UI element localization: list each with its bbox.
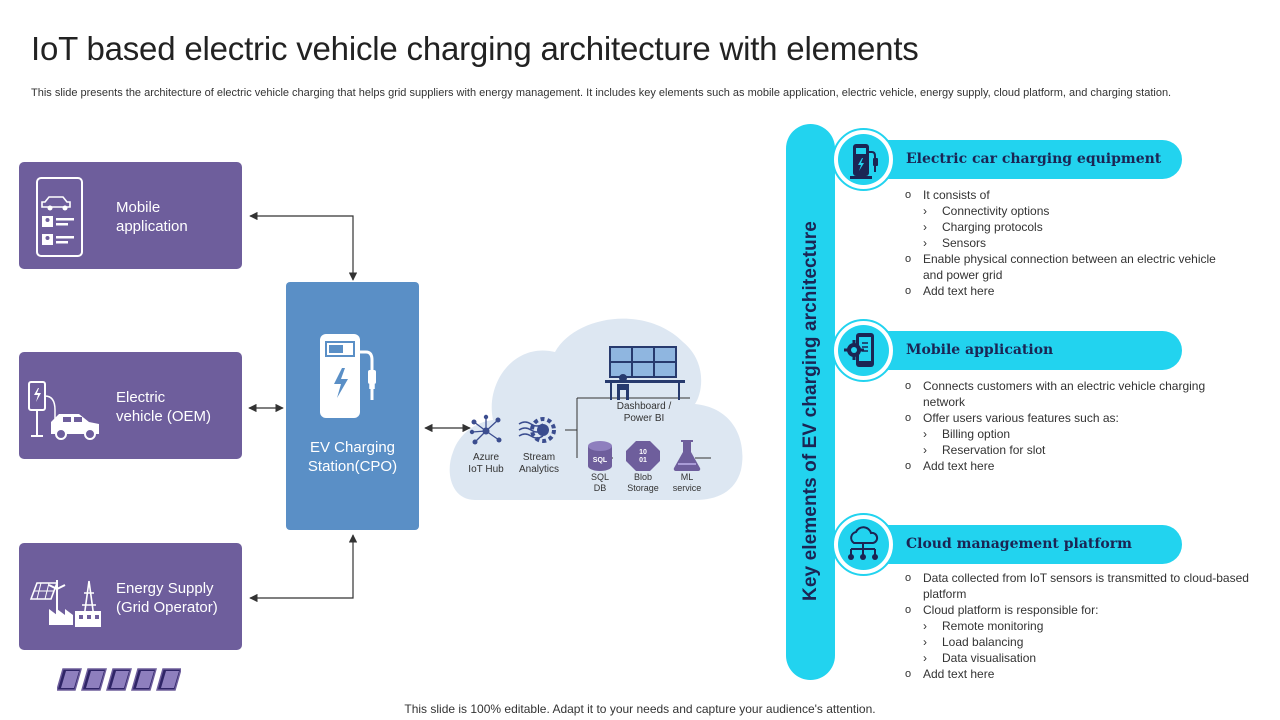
power-grid-icon [27,553,107,644]
bullet-item: Add text here [903,283,1233,299]
bullet-item: Cloud platform is responsible for: [903,602,1249,618]
cloud-network-icon [838,519,889,575]
section-title-pill: Mobile application [843,331,1182,370]
node-label: Energy Supply(Grid Operator) [116,580,218,616]
sub-bullet-item: Reservation for slot [903,442,1243,458]
sub-bullet-item: Sensors [903,235,1233,251]
section-title-pill: Electric car charging equipment [843,140,1182,179]
bullet-item: Add text here [903,458,1243,474]
blob-storage-icon: 10 01 [626,441,660,471]
smartphone-icon [27,172,99,263]
section-title: Electric car charging equipment [906,151,1162,167]
section-title: Mobile application [906,342,1054,358]
key-elements-bar [786,124,835,680]
sub-bullet-item: Data visualisation [903,650,1249,666]
bullet-item: Enable physical connection between an el… [903,251,1233,283]
ev-charging-car-icon [27,362,107,453]
sub-bullet-item: Load balancing [903,634,1249,650]
bullet-item: Connects customers with an electric vehi… [903,378,1243,410]
bullet-item: Offer users various features such as: [903,410,1243,426]
charging-equipment-icon [838,134,889,190]
svg-text:01: 01 [639,457,647,464]
sub-bullet-item: Charging protocols [903,219,1233,235]
bullet-item: It consists of [903,187,1233,203]
slide-title: IoT based electric vehicle charging arch… [31,30,919,67]
section-bullets: It consists of Connectivity options Char… [903,187,1233,299]
svg-text:10: 10 [639,449,647,456]
node-energy-supply: Energy Supply(Grid Operator) [19,543,242,650]
arrow-mobile-to-station [249,211,358,281]
iot-hub-icon [469,414,502,445]
section-title-pill: Cloud management platform [843,525,1182,564]
bullet-item: Add text here [903,666,1249,682]
section-icon-circle [832,513,895,576]
sub-bullet-item: Connectivity options [903,203,1233,219]
key-elements-vertical-title: Key elements of EV charging architecture [800,221,821,601]
section-bullets: Data collected from IoT sensors is trans… [903,570,1249,682]
section-bullets: Connects customers with an electric vehi… [903,378,1243,474]
dashboard-icon [605,346,685,400]
section-icon-circle [832,128,895,191]
section-icon-circle [832,319,895,382]
arrow-grid-to-station [249,534,358,603]
sql-database-icon: SQL [588,441,612,471]
section-title: Cloud management platform [906,536,1132,552]
stream-analytics-icon [518,417,556,443]
sql-icon-text: SQL [593,457,608,464]
slide-subtitle: This slide presents the architecture of … [31,87,1172,99]
ml-flask-icon [673,440,701,472]
mobile-settings-icon [838,325,889,381]
decorative-parallelograms [57,668,181,691]
bullet-item: Data collected from IoT sensors is trans… [903,570,1249,602]
sub-bullet-item: Remote monitoring [903,618,1249,634]
slide-footer: This slide is 100% editable. Adapt it to… [404,702,876,716]
charging-station-icon [316,330,386,425]
sub-bullet-item: Billing option [903,426,1243,442]
dashboard-label: Dashboard /Power BI [616,401,672,424]
